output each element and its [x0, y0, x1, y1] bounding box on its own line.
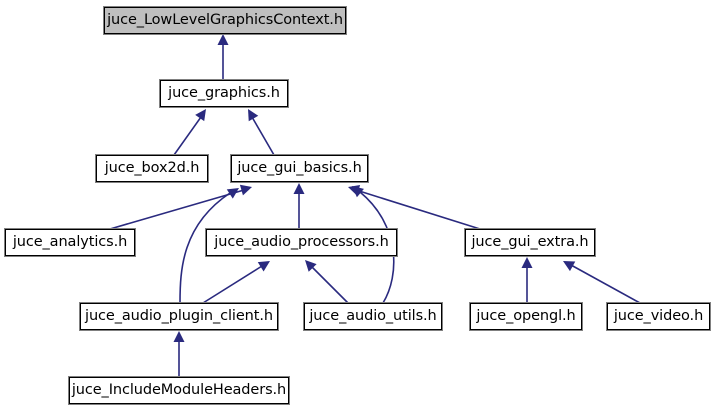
- arrowhead-graphics-to-lowlevelgraphicscontext: [217, 34, 229, 45]
- node-label-audio_processors: juce_audio_processors.h: [214, 233, 389, 250]
- node-label-gui_extra: juce_gui_extra.h: [471, 233, 589, 250]
- node-opengl[interactable]: juce_opengl.h: [469, 302, 583, 331]
- edge-analytics-to-gui_basics: [109, 189, 245, 230]
- node-gui_basics[interactable]: juce_gui_basics.h: [230, 154, 369, 183]
- arrowhead-audio_processors-to-gui_basics: [293, 183, 305, 194]
- arrowhead-includemoduleheaders-to-audio_plugin_client: [173, 331, 185, 342]
- arrowhead-audio_plugin_client-to-gui_basics: [226, 188, 239, 199]
- node-label-analytics: juce_analytics.h: [12, 233, 128, 250]
- arrowhead-audio_utils-to-gui_basics: [352, 186, 364, 198]
- node-label-graphics: juce_graphics.h: [168, 84, 280, 101]
- arrowhead-analytics-to-gui_basics: [239, 184, 252, 196]
- node-audio_plugin_client[interactable]: juce_audio_plugin_client.h: [79, 302, 279, 331]
- edge-audio_plugin_client-to-audio_processors: [202, 265, 263, 304]
- edge-gui_basics-to-graphics: [251, 116, 275, 156]
- node-includemoduleheaders[interactable]: juce_IncludeModuleHeaders.h: [68, 376, 290, 405]
- arrowhead-video-to-gui_extra: [563, 261, 576, 272]
- edge-video-to-gui_extra: [570, 264, 641, 304]
- node-audio_processors[interactable]: juce_audio_processors.h: [205, 228, 398, 257]
- node-label-includemoduleheaders: juce_IncludeModuleHeaders.h: [71, 381, 287, 398]
- arrowhead-opengl-to-gui_extra: [521, 257, 533, 268]
- arrowhead-audio_utils-to-audio_processors: [305, 260, 317, 272]
- node-video[interactable]: juce_video.h: [606, 302, 711, 331]
- node-label-lowlevelgraphicscontext: juce_LowLevelGraphicsContext.h: [107, 11, 343, 28]
- node-lowlevelgraphicscontext[interactable]: juce_LowLevelGraphicsContext.h: [103, 6, 347, 35]
- edge-audio_utils-to-audio_processors: [310, 265, 349, 304]
- node-label-gui_basics: juce_gui_basics.h: [237, 159, 362, 176]
- arrowhead-audio_plugin_client-to-audio_processors: [257, 261, 270, 272]
- node-graphics[interactable]: juce_graphics.h: [159, 79, 289, 108]
- node-analytics[interactable]: juce_analytics.h: [4, 228, 136, 257]
- arrowhead-gui_basics-to-graphics: [248, 109, 259, 122]
- edge-gui_extra-to-gui_basics: [355, 189, 481, 230]
- node-label-audio_plugin_client: juce_audio_plugin_client.h: [85, 307, 273, 324]
- edge-box2d-to-graphics: [173, 116, 202, 156]
- node-label-video: juce_video.h: [613, 307, 704, 324]
- node-box2d[interactable]: juce_box2d.h: [95, 154, 209, 183]
- arrowhead-box2d-to-graphics: [195, 109, 206, 122]
- node-label-opengl: juce_opengl.h: [476, 307, 576, 324]
- node-label-box2d: juce_box2d.h: [104, 159, 200, 176]
- node-label-audio_utils: juce_audio_utils.h: [309, 307, 437, 324]
- node-audio_utils[interactable]: juce_audio_utils.h: [303, 302, 443, 331]
- node-gui_extra[interactable]: juce_gui_extra.h: [464, 228, 596, 257]
- edge-audio_plugin_client-to-gui_basics: [179, 192, 231, 304]
